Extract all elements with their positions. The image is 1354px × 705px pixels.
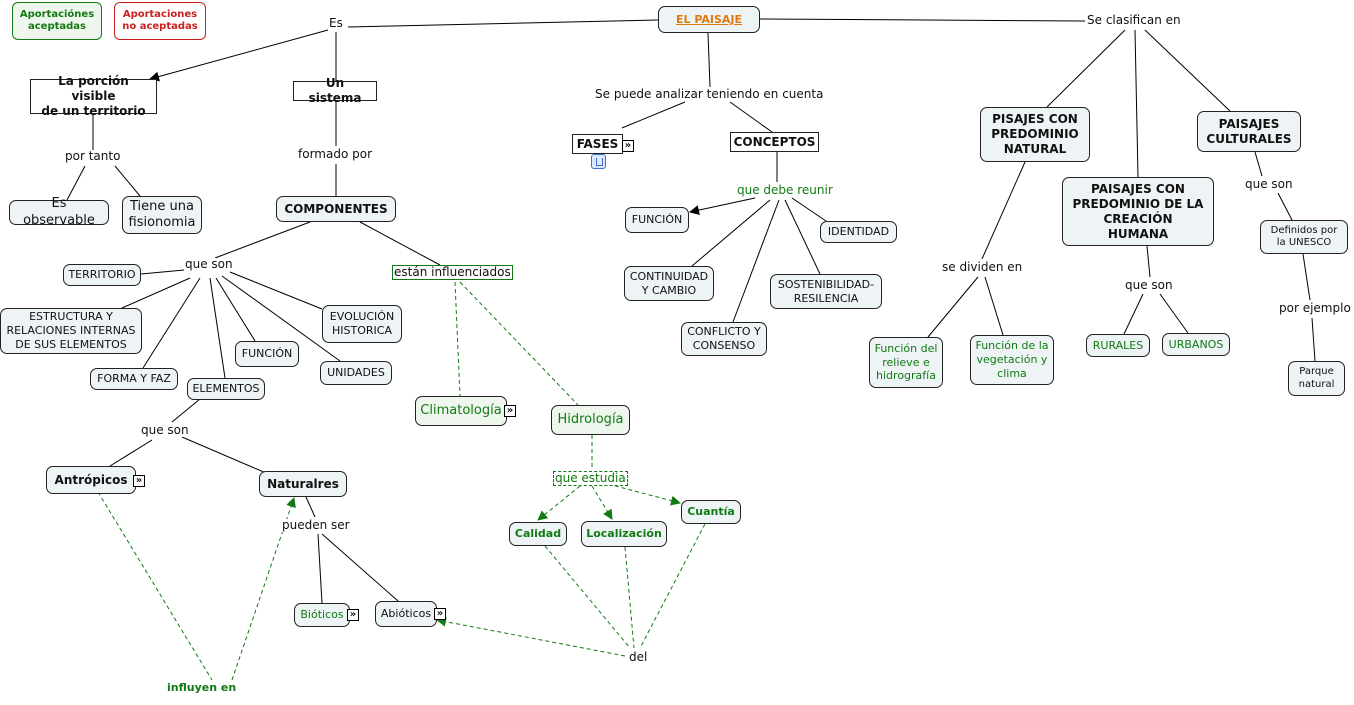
link-label-que-son-culturales: que son <box>1244 177 1294 192</box>
node-el-paisaje[interactable]: EL PAISAJE <box>658 6 760 33</box>
link-label-que-son-componentes: que son <box>184 257 234 272</box>
link-label-dividen: se dividen en <box>941 260 1024 275</box>
link-label-analizar: Se puede analizar teniendo en cuenta <box>594 87 825 102</box>
node-conceptos[interactable]: CONCEPTOS <box>730 132 819 152</box>
link-label-reunir: que debe reunir <box>736 183 834 198</box>
concept-map-icon[interactable] <box>591 154 606 169</box>
fases-expand-icon[interactable]: » <box>622 140 634 152</box>
node-urbanos[interactable]: URBANOS <box>1162 333 1230 356</box>
node-paisajes-culturales[interactable]: PAISAJES CULTURALES <box>1197 111 1301 152</box>
node-parque-natural[interactable]: Parque natural <box>1288 361 1345 396</box>
node-elementos[interactable]: ELEMENTOS <box>187 378 265 400</box>
antropicos-expand-icon[interactable]: » <box>133 475 145 487</box>
node-funcion-vegetacion[interactable]: Función de la vegetación y clima <box>970 335 1054 385</box>
node-identidad[interactable]: IDENTIDAD <box>820 221 897 243</box>
node-territorio[interactable]: TERRITORIO <box>63 264 141 286</box>
node-bioticos[interactable]: Bióticos <box>294 603 350 627</box>
node-componentes[interactable]: COMPONENTES <box>276 196 396 222</box>
link-label-influyen: influyen en <box>166 681 238 695</box>
node-forma-faz[interactable]: FORMA Y FAZ <box>90 368 178 390</box>
link-label-del: del <box>628 650 649 665</box>
link-label-pueden-ser: pueden ser <box>281 518 351 533</box>
node-porcion-visible[interactable]: La porción visible de un territorio <box>30 74 157 118</box>
node-naturales[interactable]: Naturalres <box>259 471 347 497</box>
node-es-observable[interactable]: Es observable <box>9 196 109 228</box>
node-predominio-humana[interactable]: PAISAJES CON PREDOMINIO DE LA CREACIÓN H… <box>1062 177 1214 246</box>
link-label-influenciados: están influenciados <box>392 265 513 281</box>
link-label-formado: formado por <box>297 147 373 162</box>
node-localizacion[interactable]: Localización <box>581 521 667 547</box>
node-funcion-relieve[interactable]: Función del relieve e hidrografía <box>869 337 943 388</box>
node-evolucion-historica[interactable]: EVOLUCIÓN HISTORICA <box>322 305 402 343</box>
title-link[interactable]: EL PAISAJE <box>675 12 743 26</box>
node-unidades[interactable]: UNIDADES <box>320 361 392 385</box>
node-calidad[interactable]: Calidad <box>509 522 567 546</box>
bioticos-expand-icon[interactable]: » <box>347 609 359 621</box>
node-conflicto-consenso[interactable]: CONFLICTO Y CONSENSO <box>681 322 767 356</box>
climatologia-expand-icon[interactable]: » <box>504 405 516 417</box>
node-un-sistema[interactable]: Un sistema <box>293 76 377 105</box>
node-estructura-relaciones[interactable]: ESTRUCTURA Y RELACIONES INTERNAS DE SUS … <box>0 308 142 354</box>
node-sostenibilidad[interactable]: SOSTENIBILIDAD- RESILENCIA <box>770 274 882 309</box>
node-funcion-componentes[interactable]: FUNCIÓN <box>235 341 299 367</box>
node-funcion-conceptos[interactable]: FUNCIÓN <box>625 207 689 233</box>
node-predominio-natural[interactable]: PISAJES CON PREDOMINIO NATURAL <box>980 107 1090 162</box>
link-label-por-tanto: por tanto <box>64 149 122 164</box>
node-tiene-fisionomia[interactable]: Tiene una fisionomia <box>122 196 202 234</box>
legend-accepted-badge: Aportaciónes aceptadas <box>12 2 102 40</box>
node-abioticos[interactable]: Abióticos <box>375 601 437 627</box>
node-definidos-unesco[interactable]: Definidos por la UNESCO <box>1260 220 1348 254</box>
link-label-clasifican: Se clasifican en <box>1086 13 1182 28</box>
abioticos-expand-icon[interactable]: » <box>434 608 446 620</box>
link-label-estudia: que estudia <box>553 471 628 487</box>
node-hidrologia[interactable]: Hidrología <box>551 405 630 435</box>
link-label-ejemplo: por ejemplo <box>1278 301 1352 316</box>
link-label-es: Es <box>328 16 344 31</box>
node-fases[interactable]: FASES <box>572 134 623 154</box>
node-rurales[interactable]: RURALES <box>1086 334 1150 357</box>
node-cuantia[interactable]: Cuantía <box>681 500 741 524</box>
link-label-que-son-humana: que son <box>1124 278 1174 293</box>
link-label-que-son-elementos: que son <box>140 423 190 438</box>
legend-rejected-badge: Aportaciones no aceptadas <box>114 2 206 40</box>
node-antropicos[interactable]: Antrópicos <box>46 466 136 494</box>
node-continuidad-cambio[interactable]: CONTINUIDAD Y CAMBIO <box>624 266 714 301</box>
node-climatologia[interactable]: Climatología <box>415 396 507 426</box>
